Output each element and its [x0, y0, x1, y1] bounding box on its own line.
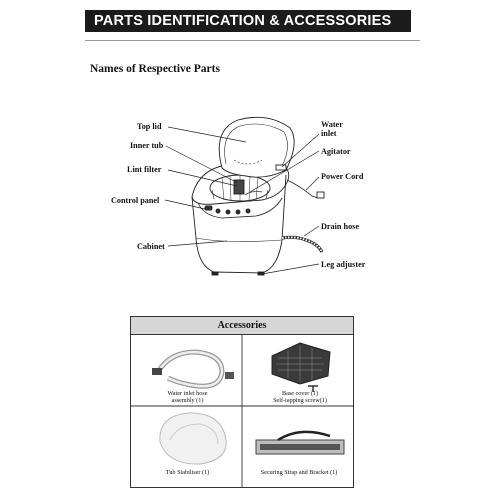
caption-securing-strap: Securing Strap and Bracket (1) [260, 469, 338, 476]
tub-stabiliser-image [159, 412, 227, 465]
header-bar [85, 10, 411, 32]
top-rim [191, 162, 290, 205]
accessories-title: Accessories [217, 320, 267, 331]
label-inner-tub: Inner tub [130, 141, 164, 150]
cabinet-outline [191, 174, 287, 274]
label-water-inlet-1: Water [321, 120, 343, 129]
label-power-cord: Power Cord [321, 172, 364, 181]
page-title: PARTS IDENTIFICATION & ACCESSORIES [94, 13, 392, 29]
header-divider [85, 40, 420, 41]
base-cover-image [271, 342, 331, 392]
caption-base-cover: Base cover (1)Self-tapping screw(1) [273, 390, 327, 404]
label-cabinet: Cabinet [137, 242, 165, 251]
label-leg-adjuster: Leg adjuster [321, 260, 366, 269]
label-drain-hose: Drain hose [321, 222, 359, 231]
label-agitator: Agitator [321, 147, 351, 156]
water-inlet-hose-image [152, 349, 234, 389]
agitator [244, 191, 263, 196]
lint-filter [233, 179, 245, 195]
section-title: Names of Respective Parts [90, 63, 220, 75]
label-lint-filter: Lint filter [127, 165, 162, 174]
power-cord [286, 179, 319, 199]
label-control-panel: Control panel [111, 196, 160, 205]
label-top-lid: Top lid [137, 122, 162, 131]
label-water-inlet-2: inlet [321, 129, 337, 138]
securing-strap-image [255, 430, 345, 455]
control-panel [197, 197, 283, 219]
caption-tub-stabiliser: Tub Stabiliser (1) [165, 469, 210, 476]
